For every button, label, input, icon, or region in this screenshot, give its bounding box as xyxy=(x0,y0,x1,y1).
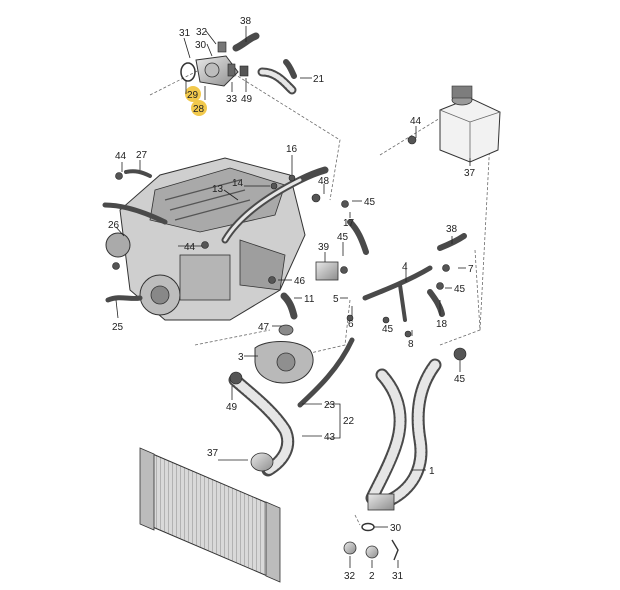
sender-32-bottom xyxy=(343,541,357,555)
engine-coolant-pipe-13 xyxy=(221,166,329,244)
clamp-49-lower xyxy=(229,371,243,385)
callout-43: 43 xyxy=(324,432,336,443)
hose-38-right xyxy=(437,233,467,251)
sensor-39 xyxy=(315,261,339,281)
hose-1 xyxy=(365,358,442,507)
hose-11 xyxy=(280,292,298,320)
callout-44: 44 xyxy=(184,242,196,253)
highlight-29 xyxy=(185,86,201,102)
engine-block xyxy=(105,157,306,321)
callout-31: 31 xyxy=(392,571,404,582)
callout-44: 44 xyxy=(410,116,422,127)
callout-32: 32 xyxy=(344,571,356,582)
callout-33: 33 xyxy=(226,94,238,105)
callout-6: 6 xyxy=(348,319,354,330)
callout-labels: 31 32 30 38 21 29 28 33 49 44 27 16 14 1… xyxy=(108,16,476,582)
callout-45: 45 xyxy=(382,324,394,335)
coolant-expansion-tank xyxy=(439,85,501,163)
hose-21 xyxy=(257,59,297,95)
callout-8: 8 xyxy=(408,339,414,350)
callout-16: 16 xyxy=(286,144,298,155)
hose-23 xyxy=(297,337,355,408)
callout-4: 4 xyxy=(402,262,408,273)
callout-7: 7 xyxy=(468,264,474,275)
callout-21: 21 xyxy=(313,74,325,85)
highlighted-callouts xyxy=(185,80,207,116)
thermostat-housing xyxy=(180,41,239,87)
callout-13: 13 xyxy=(212,184,224,195)
callout-11: 11 xyxy=(304,294,315,305)
callout-37: 37 xyxy=(207,448,219,459)
callout-18: 18 xyxy=(436,319,448,330)
callout-22: 22 xyxy=(343,416,355,427)
callout-32: 32 xyxy=(196,27,208,38)
hose-27 xyxy=(124,169,152,178)
coolant-pipe-4 xyxy=(362,265,433,322)
callout-30: 30 xyxy=(390,523,402,534)
hose-38-top xyxy=(232,32,260,52)
hose-26 xyxy=(102,202,168,225)
hose-25 xyxy=(105,295,143,303)
clamp-49-top xyxy=(239,65,249,77)
callout-5: 5 xyxy=(333,294,339,305)
callout-28: 28 xyxy=(193,104,205,115)
callout-31: 31 xyxy=(179,28,191,39)
hose-17 xyxy=(347,219,369,255)
callout-45: 45 xyxy=(454,374,466,385)
callout-38: 38 xyxy=(240,16,252,27)
callout-1: 1 xyxy=(429,466,435,477)
clamp-45-lower xyxy=(453,347,467,361)
highlight-28 xyxy=(191,100,207,116)
callout-3: 3 xyxy=(238,352,244,363)
callout-47: 47 xyxy=(258,322,270,333)
hose-18 xyxy=(427,289,445,317)
callout-2: 2 xyxy=(369,571,375,582)
callout-27: 27 xyxy=(136,150,148,161)
callout-37: 37 xyxy=(464,168,476,179)
connector-fitting-lower xyxy=(367,493,395,511)
callout-26: 26 xyxy=(108,220,120,231)
callout-45: 45 xyxy=(364,197,376,208)
callout-48: 48 xyxy=(318,176,330,187)
sender-2-bottom xyxy=(365,545,379,559)
radiator xyxy=(139,447,281,583)
callout-45: 45 xyxy=(454,284,466,295)
callout-46: 46 xyxy=(294,276,306,287)
callout-17: 17 xyxy=(343,218,355,229)
callout-39: 39 xyxy=(318,242,330,253)
callout-23: 23 xyxy=(324,400,336,411)
callout-38: 38 xyxy=(446,224,458,235)
retaining-clip-31 xyxy=(391,539,399,561)
callout-25: 25 xyxy=(112,322,124,333)
callout-45: 45 xyxy=(337,232,349,243)
callout-30: 30 xyxy=(195,40,207,51)
hose-22 xyxy=(228,373,295,477)
callout-49: 49 xyxy=(226,402,238,413)
callout-44: 44 xyxy=(115,151,127,162)
o-ring-30-bottom xyxy=(361,522,375,532)
leader-lines xyxy=(115,26,471,568)
water-pump xyxy=(254,324,314,384)
outlet-fitting xyxy=(250,452,274,472)
callout-14: 14 xyxy=(232,178,244,189)
fasteners xyxy=(112,135,450,338)
callout-29: 29 xyxy=(187,90,199,101)
callout-49: 49 xyxy=(241,94,253,105)
